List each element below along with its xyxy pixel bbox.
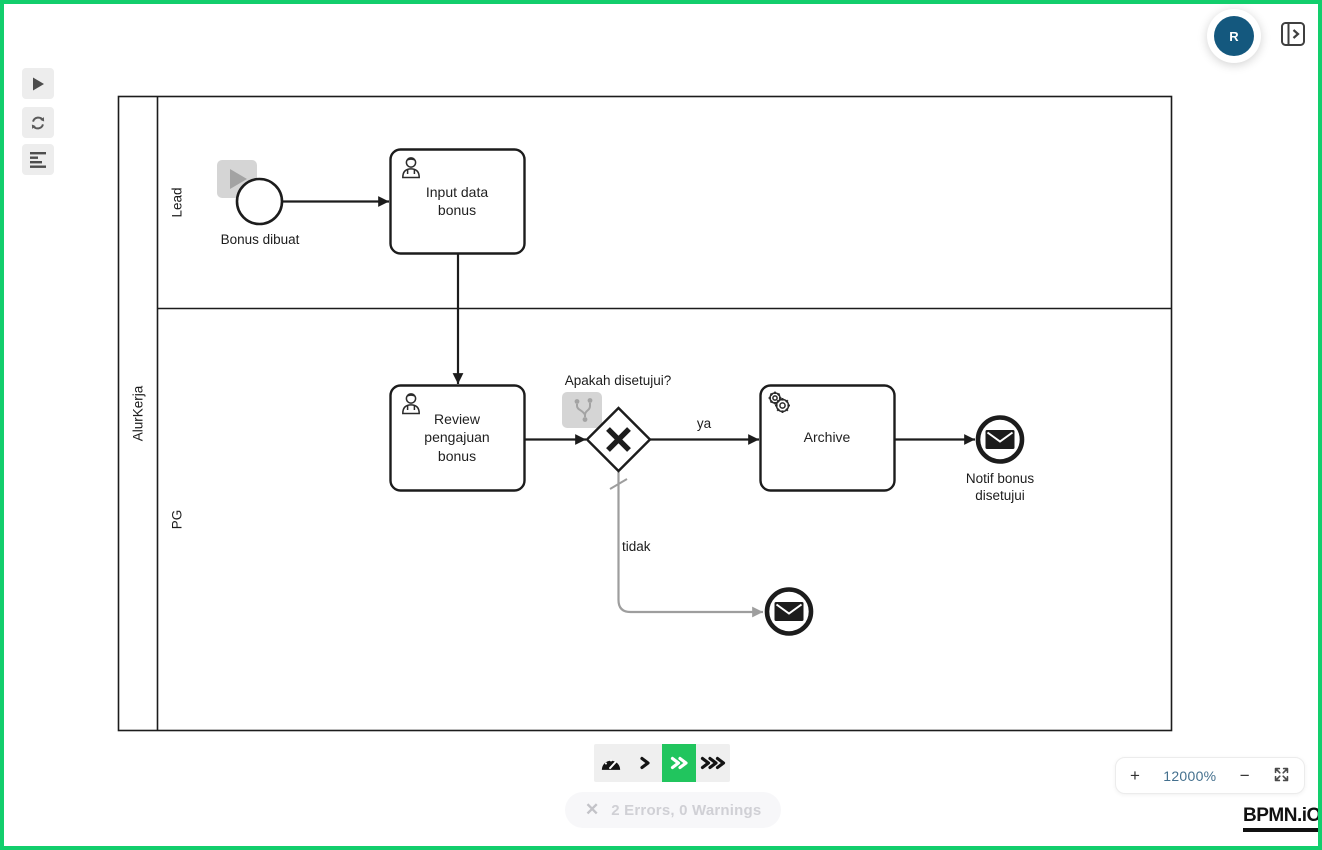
speed-fast-button[interactable]	[696, 744, 730, 782]
log-icon	[29, 152, 46, 168]
user-task-icon	[402, 393, 420, 415]
task-input-data-bonus[interactable]	[389, 148, 526, 255]
open-properties-panel-button[interactable]	[1280, 21, 1306, 47]
task-input-label: Input data bonus	[425, 183, 489, 218]
lane-label-pg: PG	[169, 509, 185, 529]
reset-simulation-button[interactable]	[22, 107, 54, 138]
gateway-label: Apakah disetujui?	[564, 373, 672, 388]
flow-ya-label: ya	[696, 416, 712, 431]
zoom-in-button[interactable]: +	[1130, 766, 1140, 785]
task-archive[interactable]	[759, 384, 896, 492]
message-icon	[985, 430, 1015, 449]
speedometer-icon	[601, 759, 621, 770]
chevron-single-icon	[640, 756, 650, 770]
flow-tidak-label: tidak	[622, 539, 651, 554]
lint-status-pill[interactable]: ✕ 2 Errors, 0 Warnings	[565, 792, 782, 828]
expand-icon	[1274, 767, 1289, 781]
default-flow-slash	[609, 478, 628, 490]
zoom-level[interactable]: 12000%	[1163, 767, 1217, 784]
zoom-out-button[interactable]: −	[1239, 766, 1250, 785]
play-icon	[33, 77, 44, 90]
play-simulation-button[interactable]	[22, 68, 54, 99]
avatar-initial: R	[1214, 16, 1254, 56]
task-review-pengajuan-bonus[interactable]	[389, 384, 526, 492]
refresh-icon	[31, 116, 45, 129]
end-event-label: Notif bonus disetujui	[965, 471, 1035, 503]
lane-label-lead: Lead	[169, 186, 185, 218]
user-avatar[interactable]: R	[1207, 9, 1261, 63]
play-overlay-icon	[230, 169, 247, 189]
zoom-controls: + 12000% −	[1115, 757, 1305, 794]
close-icon[interactable]: ✕	[585, 800, 600, 819]
pool-label: AlurKerja	[130, 385, 145, 441]
chevron-double-icon	[670, 756, 688, 770]
flow-tidak[interactable]	[617, 472, 764, 618]
message-icon	[774, 602, 804, 621]
panel-toggle-icon	[1281, 22, 1305, 46]
speed-gauge-button[interactable]	[594, 744, 628, 782]
toggle-log-button[interactable]	[22, 144, 54, 175]
speed-slow-button[interactable]	[628, 744, 662, 782]
speed-normal-button[interactable]	[662, 744, 696, 782]
end-event-tidak[interactable]	[764, 587, 814, 636]
task-archive-label: Archive	[803, 429, 851, 446]
lint-status-message: 2 Errors, 0 Warnings	[611, 801, 762, 819]
end-event-notif-disetujui[interactable]	[975, 415, 1025, 464]
chevron-triple-icon	[700, 756, 726, 770]
service-task-icon	[768, 391, 790, 413]
task-review-label: Review pengajuan bonus	[424, 411, 490, 464]
big-gear	[775, 398, 790, 413]
branch-overlay-icon	[574, 398, 593, 422]
gateway-x-marker	[606, 427, 631, 452]
simulation-set-flow-overlay[interactable]	[562, 392, 602, 428]
user-task-icon	[402, 157, 420, 179]
fit-viewport-button[interactable]	[1273, 766, 1290, 786]
simulation-speed-control	[594, 744, 730, 782]
start-event-label: Bonus dibuat	[220, 232, 300, 247]
bpmn-io-logo[interactable]: BPMN.iO	[1243, 805, 1321, 832]
start-event[interactable]	[235, 177, 284, 226]
